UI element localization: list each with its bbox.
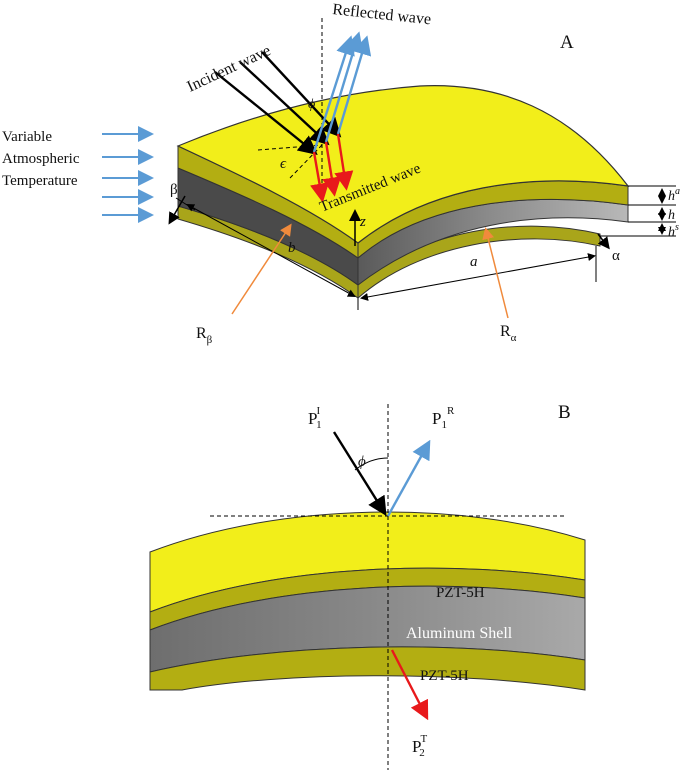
beta-arrow — [168, 195, 186, 225]
h-s-label: hs — [668, 222, 679, 240]
r-alpha-label: Rα — [500, 323, 517, 344]
temperature-label-1: Variable — [2, 129, 52, 145]
r-beta-label: Rβ — [196, 325, 213, 346]
temperature-label-2: Atmospheric — [2, 151, 80, 167]
reflected-arrow-2 — [324, 31, 364, 143]
reflected-wave-label: Reflected wave — [332, 1, 432, 28]
layer-bot-label: PZT-5H — [420, 668, 469, 684]
h-a-label: ha — [668, 186, 680, 204]
incident-arrow-b — [332, 431, 387, 517]
epsilon-label: ϵ — [280, 156, 287, 172]
incident-arrow-1 — [214, 71, 318, 156]
z-label: z — [359, 214, 366, 230]
transmitted-arrow-1 — [310, 151, 329, 203]
dim-a-label: a — [470, 254, 478, 270]
transmitted-arrow-2 — [322, 141, 342, 197]
r-alpha-arrow — [482, 227, 509, 319]
dim-b-ext — [175, 197, 196, 211]
temperature-label-3: Temperature — [2, 173, 78, 189]
reflected-arrow-3 — [336, 35, 372, 135]
alpha-arrow — [597, 233, 610, 250]
phi-label-b: ϕ — [358, 454, 366, 470]
incident-arrow-2 — [239, 61, 330, 146]
incident-wave-label: Incident wave — [185, 42, 274, 96]
transmitted-arrow-b — [390, 649, 429, 721]
panel-b-letter: B — [558, 402, 571, 423]
transmitted-arrow-3 — [334, 133, 354, 191]
layer-top-label: PZT-5H — [436, 585, 485, 601]
reflected-arrow-1 — [312, 35, 355, 153]
layer-mid-label: Aluminum Shell — [406, 625, 513, 642]
phi-label-a: ϕ — [308, 97, 315, 112]
r-beta-arrow — [231, 223, 292, 315]
shell-b-lower-pzt — [149, 646, 586, 691]
panel-a-letter: A — [560, 32, 574, 53]
dim-b-label: b — [288, 240, 296, 256]
p-reflected-label: P1R — [432, 405, 455, 431]
dim-a-arrow — [360, 253, 596, 301]
epsilon-dashed-line — [257, 144, 323, 151]
dim-b-arrow — [186, 204, 356, 297]
h-label: h — [668, 208, 675, 223]
panel-a: A Incident wave Reflected wave Transmitt… — [2, 1, 680, 346]
alpha-label: α — [612, 248, 620, 264]
beta-label: β — [170, 182, 178, 198]
reflected-arrow-b — [386, 439, 431, 517]
